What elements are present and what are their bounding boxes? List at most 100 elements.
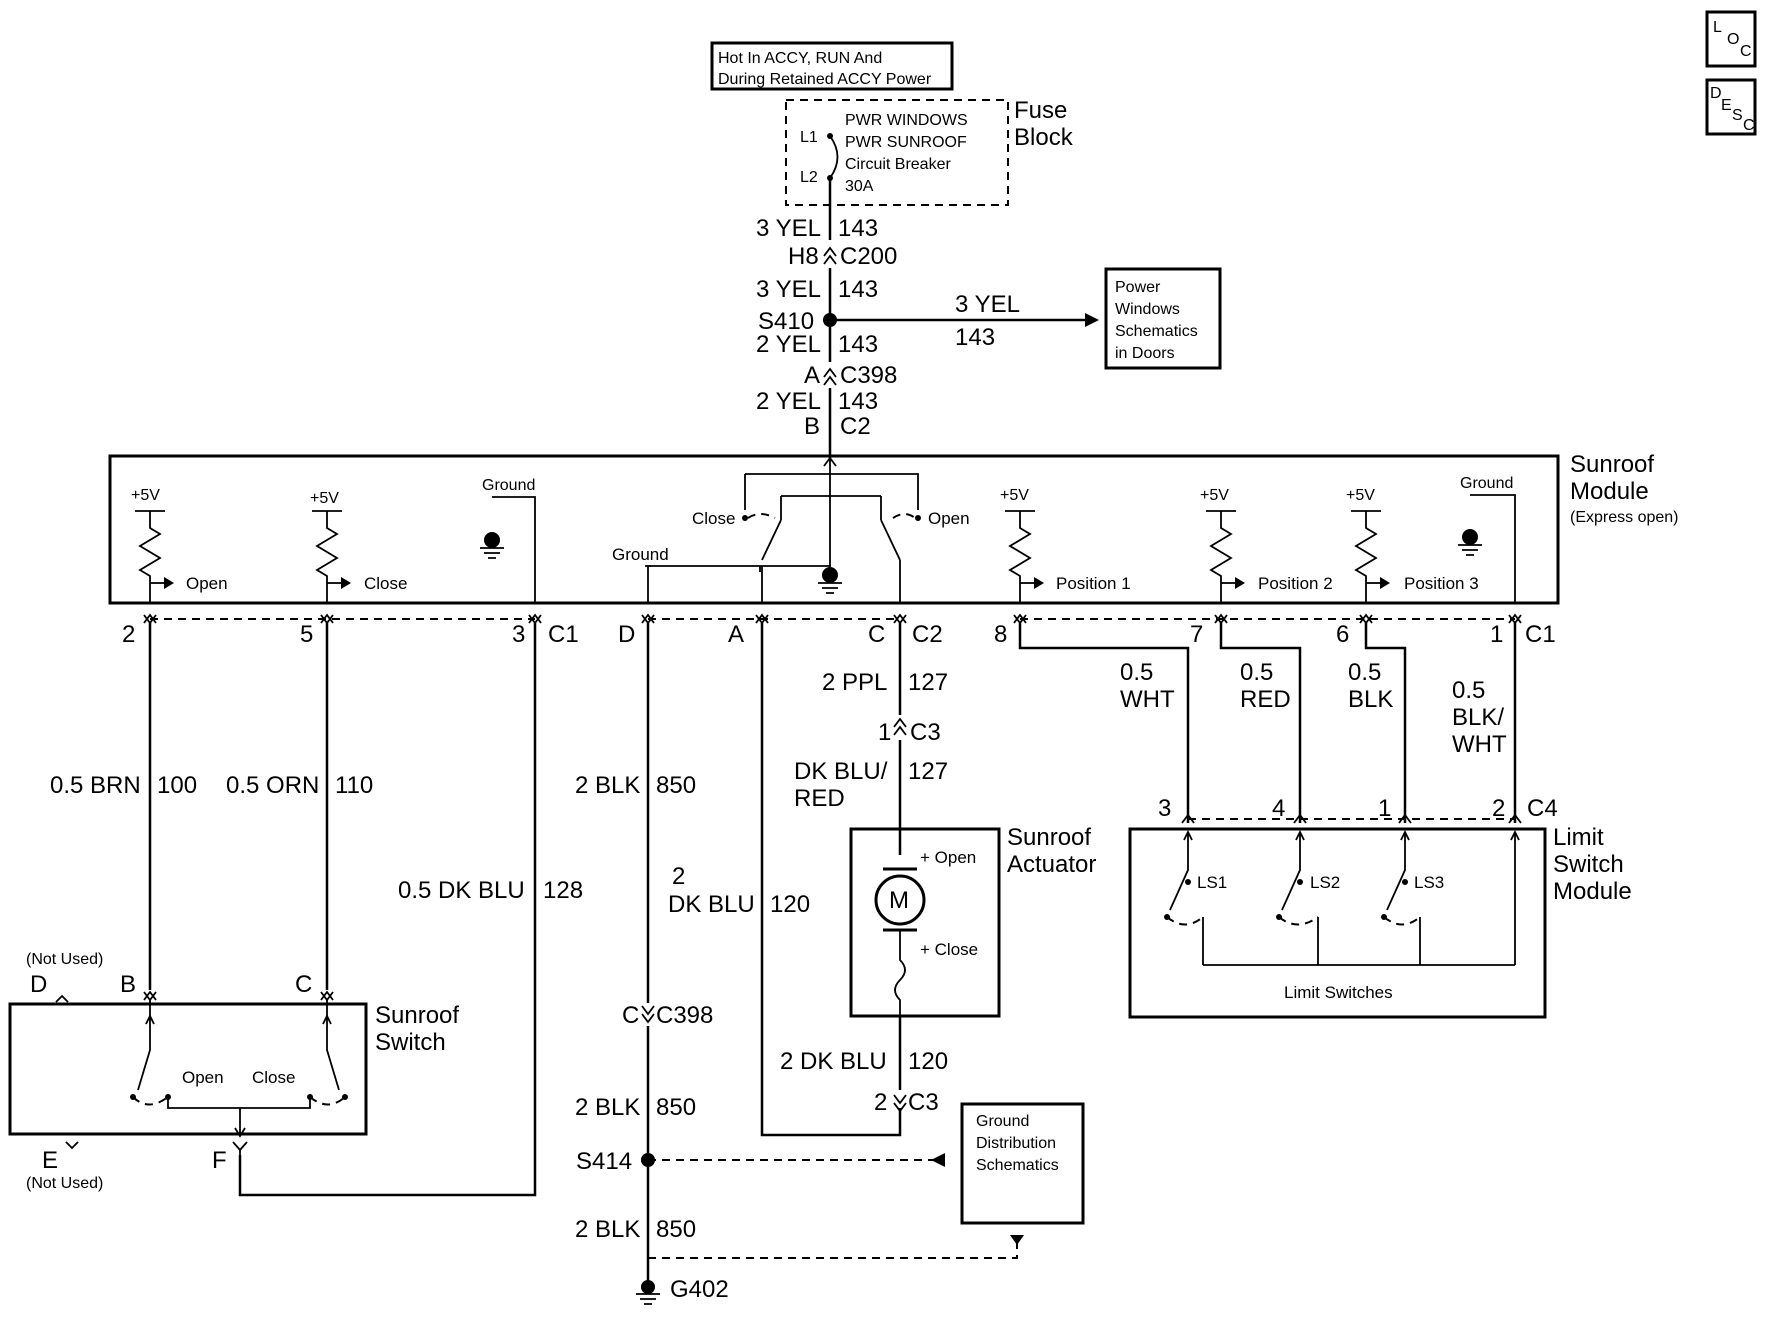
svg-text:C1: C1 <box>548 621 579 648</box>
svg-text:2: 2 <box>1492 795 1505 822</box>
svg-text:Hot In ACCY, RUN And: Hot In ACCY, RUN And <box>718 50 882 67</box>
svg-text:C4: C4 <box>1527 795 1558 822</box>
svg-text:Power: Power <box>1115 279 1161 296</box>
svg-text:143: 143 <box>955 324 995 351</box>
svg-text:O: O <box>1727 31 1739 48</box>
svg-text:Sunroof: Sunroof <box>1007 824 1091 851</box>
sunroof-module: Sunroof Module (Express open) +5V Open +… <box>108 451 1679 605</box>
svg-text:A: A <box>728 621 744 648</box>
svg-text:850: 850 <box>656 772 696 799</box>
svg-text:LS1: LS1 <box>1197 873 1227 892</box>
svg-text:4: 4 <box>1272 795 1285 822</box>
svg-text:2 YEL: 2 YEL <box>756 331 821 358</box>
svg-text:3 YEL: 3 YEL <box>756 276 821 303</box>
svg-text:LS2: LS2 <box>1310 873 1340 892</box>
svg-text:S414: S414 <box>576 1148 632 1175</box>
power-note: Hot In ACCY, RUN And During Retained ACC… <box>710 41 954 91</box>
svg-text:Position 1: Position 1 <box>1056 574 1131 593</box>
svg-text:2: 2 <box>122 621 135 648</box>
svg-text:Actuator: Actuator <box>1007 851 1096 878</box>
svg-text:L2: L2 <box>800 169 818 186</box>
svg-text:3: 3 <box>512 621 525 648</box>
wire-blk-850: 2 BLK 850 C C398 2 BLK 850 S414 2 BLK 85… <box>575 623 1024 1305</box>
ground-g402 <box>641 1280 655 1294</box>
svg-text:2: 2 <box>672 863 685 890</box>
svg-text:RED: RED <box>1240 686 1291 713</box>
svg-text:B: B <box>804 413 820 440</box>
svg-text:WHT: WHT <box>1120 686 1175 713</box>
svg-text:+ Close: + Close <box>920 940 978 959</box>
svg-text:143: 143 <box>838 276 878 303</box>
svg-text:110: 110 <box>335 772 373 799</box>
ground-distribution-ref[interactable]: Ground Distribution Schematics <box>960 1102 1085 1225</box>
svg-text:Position 2: Position 2 <box>1258 574 1333 593</box>
svg-text:3 YEL: 3 YEL <box>955 291 1020 318</box>
svg-text:DK BLU/: DK BLU/ <box>794 758 888 785</box>
svg-text:D: D <box>618 621 635 648</box>
svg-text:+ Open: + Open <box>920 848 976 867</box>
svg-text:DK BLU: DK BLU <box>668 891 755 918</box>
svg-text:0.5: 0.5 <box>1120 659 1153 686</box>
svg-text:Limit Switches: Limit Switches <box>1284 983 1393 1002</box>
svg-text:0.5: 0.5 <box>1452 677 1485 704</box>
svg-text:2: 2 <box>874 1089 887 1116</box>
svg-text:Ground: Ground <box>1460 475 1513 492</box>
loc-icon[interactable]: L O C <box>1705 10 1757 68</box>
motor-icon <box>874 874 926 926</box>
svg-text:0.5: 0.5 <box>1348 659 1381 686</box>
svg-text:S: S <box>1732 107 1743 124</box>
svg-text:0.5: 0.5 <box>1240 659 1273 686</box>
svg-text:143: 143 <box>838 215 878 242</box>
svg-text:Close: Close <box>364 574 407 593</box>
svg-text:127: 127 <box>908 758 948 785</box>
svg-text:+5V: +5V <box>131 487 160 504</box>
power-windows-ref[interactable]: Power Windows Schematics in Doors <box>1104 267 1222 370</box>
ground-symbol-2: Ground <box>1458 475 1516 603</box>
circuit-breaker-symbol <box>829 135 839 179</box>
svg-text:+5V: +5V <box>310 490 339 507</box>
svg-text:C398: C398 <box>840 362 897 389</box>
svg-text:Sunroof: Sunroof <box>375 1002 459 1029</box>
svg-text:A: A <box>804 362 820 389</box>
svg-text:Sunroof: Sunroof <box>1570 451 1654 478</box>
svg-text:Module: Module <box>1553 878 1632 905</box>
connector-row: 2 5 3 C1 D A C C2 8 7 6 1 C1 <box>122 618 1556 648</box>
svg-text:C: C <box>868 621 885 648</box>
pullup-position-3: +5V Position 3 <box>1346 487 1479 603</box>
svg-text:120: 120 <box>770 891 810 918</box>
svg-text:1: 1 <box>1378 795 1391 822</box>
svg-text:7: 7 <box>1190 621 1203 648</box>
svg-text:E: E <box>1721 97 1732 114</box>
svg-text:PWR WINDOWS: PWR WINDOWS <box>845 112 968 129</box>
svg-text:C2: C2 <box>840 413 871 440</box>
svg-text:2 BLK: 2 BLK <box>575 772 640 799</box>
svg-text:2 BLK: 2 BLK <box>575 1094 640 1121</box>
svg-text:30A: 30A <box>845 178 874 195</box>
ground-symbol-1: Ground <box>480 477 536 603</box>
feed-wire: 3 YEL 143 H8 C200 3 YEL 143 S410 3 YEL 1… <box>756 178 1099 458</box>
svg-text:(Not Used): (Not Used) <box>26 1175 103 1192</box>
svg-text:Schematics: Schematics <box>1115 323 1198 340</box>
svg-text:H8: H8 <box>788 243 819 270</box>
svg-text:PWR SUNROOF: PWR SUNROOF <box>845 134 967 151</box>
svg-text:Module: Module <box>1570 478 1649 505</box>
svg-text:B: B <box>120 971 136 998</box>
svg-text:C: C <box>295 971 312 998</box>
svg-text:D: D <box>30 971 47 998</box>
svg-text:1: 1 <box>1490 621 1503 648</box>
svg-text:Schematics: Schematics <box>976 1157 1059 1174</box>
svg-text:143: 143 <box>838 388 878 415</box>
svg-text:+5V: +5V <box>1346 487 1375 504</box>
svg-text:Limit: Limit <box>1553 824 1604 851</box>
svg-text:850: 850 <box>656 1094 696 1121</box>
svg-text:0.5 DK BLU: 0.5 DK BLU <box>398 877 525 904</box>
svg-text:M: M <box>889 887 909 914</box>
svg-text:2 PPL: 2 PPL <box>822 669 887 696</box>
svg-text:WHT: WHT <box>1452 731 1507 758</box>
svg-text:Ground: Ground <box>482 477 535 494</box>
svg-text:Ground: Ground <box>612 545 669 564</box>
svg-text:143: 143 <box>838 331 878 358</box>
relay-cluster: Close Open Ground <box>612 456 970 603</box>
desc-icon[interactable]: D E S C <box>1705 78 1757 136</box>
